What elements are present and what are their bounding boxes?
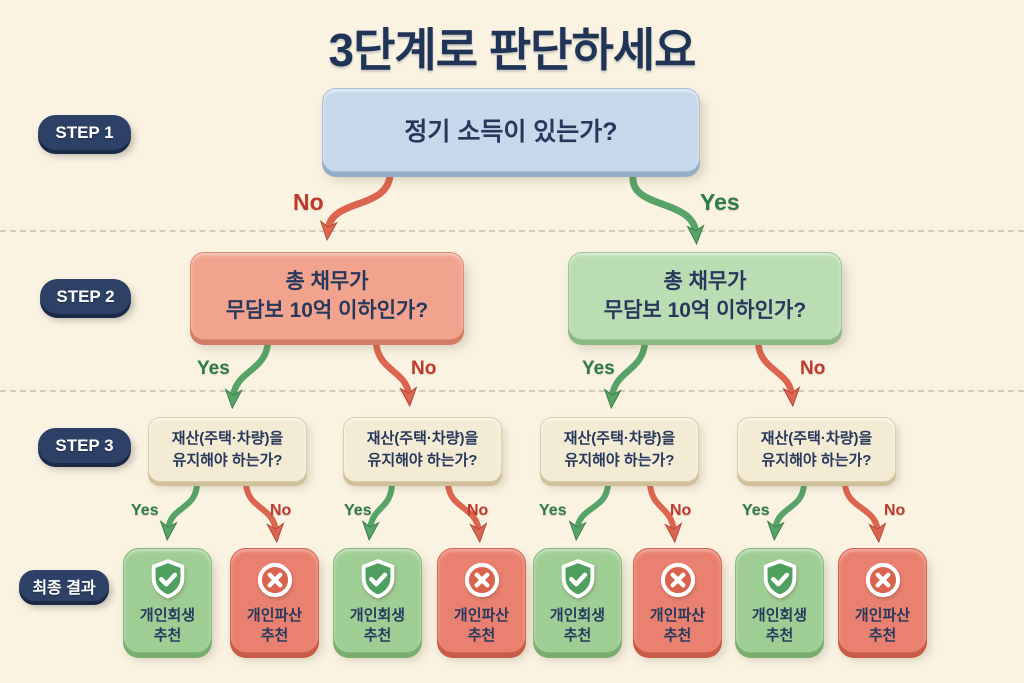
step2-question-line2: 무담보 10억 이하인가?	[225, 299, 429, 322]
step2-question-line2: 무담보 10억 이하인가?	[603, 299, 807, 322]
shield-check-icon-wrap	[145, 556, 191, 604]
x-circle-icon	[660, 562, 695, 598]
row-divider	[0, 390, 1024, 392]
step2-question-line1: 총 채무가	[285, 269, 369, 293]
step3-question-box: 재산(주택·차량)을 유지해야 하는가?	[343, 417, 502, 482]
x-circle-icon-wrap	[862, 556, 904, 604]
row-divider	[0, 230, 1024, 232]
step3-question-box: 재산(주택·차량)을 유지해야 하는가?	[540, 417, 699, 482]
row-label-final-result: 최종 결과	[19, 570, 109, 601]
x-circle-icon-wrap	[461, 556, 503, 604]
arrow-step2r-no	[754, 338, 792, 396]
step3-question-line2: 유지해야 하는가?	[172, 451, 283, 469]
step3-question-line2: 유지해야 하는가?	[367, 451, 478, 469]
row-label-step3: STEP 3	[38, 428, 131, 463]
branch-label-yes: Yes	[539, 502, 567, 519]
step1-question-box: 정기 소득이 있는가?	[322, 88, 700, 172]
shield-check-icon	[561, 559, 594, 599]
x-circle-icon-wrap	[657, 556, 699, 604]
x-circle-icon	[257, 562, 292, 598]
x-circle-icon-wrap	[254, 556, 296, 604]
branch-label-yes: Yes	[742, 502, 770, 519]
step3-question-line1: 재산(주택·차량)을	[563, 429, 676, 447]
shield-check-icon	[361, 559, 394, 599]
step2-question-line1: 총 채무가	[663, 269, 747, 293]
branch-label-yes: Yes	[700, 189, 740, 215]
page-title: 3단계로 판단하세요	[328, 24, 697, 76]
step3-question-line2: 유지해야 하는가?	[761, 451, 872, 469]
arrow-step1-yes	[629, 172, 696, 234]
step3-question-box: 재산(주택·차량)을 유지해야 하는가?	[737, 417, 896, 482]
shield-check-icon-wrap	[555, 556, 601, 604]
arrow-step3d-yes	[775, 481, 807, 530]
arrow-step3b-yes	[370, 481, 395, 530]
branch-label-no: No	[293, 189, 324, 215]
step2-question-box-no-branch: 총 채무가 무담보 10억 이하인가?	[190, 252, 464, 340]
branch-label-no: No	[467, 502, 489, 519]
branch-label-yes: Yes	[582, 358, 615, 379]
shield-check-icon	[763, 559, 796, 599]
step3-question-line1: 재산(주택·차량)을	[760, 429, 873, 447]
row-label-step1: STEP 1	[38, 115, 131, 150]
branch-label-no: No	[800, 358, 826, 379]
branch-label-yes: Yes	[131, 502, 159, 519]
x-circle-icon	[865, 562, 900, 598]
branch-label-yes: Yes	[344, 502, 372, 519]
shield-check-icon-wrap	[757, 556, 803, 604]
x-circle-icon	[464, 562, 499, 598]
row-label-step2: STEP 2	[40, 279, 131, 314]
branch-label-no: No	[270, 502, 292, 519]
arrow-step3d-no	[842, 481, 878, 532]
branch-label-yes: Yes	[197, 358, 230, 379]
arrow-step3c-yes	[577, 481, 611, 530]
step3-question-line1: 재산(주택·차량)을	[366, 429, 479, 447]
arrow-step3a-yes	[168, 481, 200, 530]
shield-check-icon	[151, 559, 184, 599]
step3-question-line2: 유지해야 하는가?	[564, 451, 675, 469]
step1-question-text: 정기 소득이 있는가?	[404, 118, 618, 146]
branch-label-no: No	[670, 502, 692, 519]
arrow-step2l-no	[372, 338, 409, 396]
step2-question-box-yes-branch: 총 채무가 무담보 10억 이하인가?	[568, 252, 842, 340]
branch-label-no: No	[884, 502, 906, 519]
step3-question-line1: 재산(주택·차량)을	[171, 429, 284, 447]
branch-label-no: No	[411, 358, 437, 379]
arrow-step1-no	[328, 172, 394, 230]
step3-question-box: 재산(주택·차량)을 유지해야 하는가?	[148, 417, 307, 482]
shield-check-icon-wrap	[355, 556, 401, 604]
